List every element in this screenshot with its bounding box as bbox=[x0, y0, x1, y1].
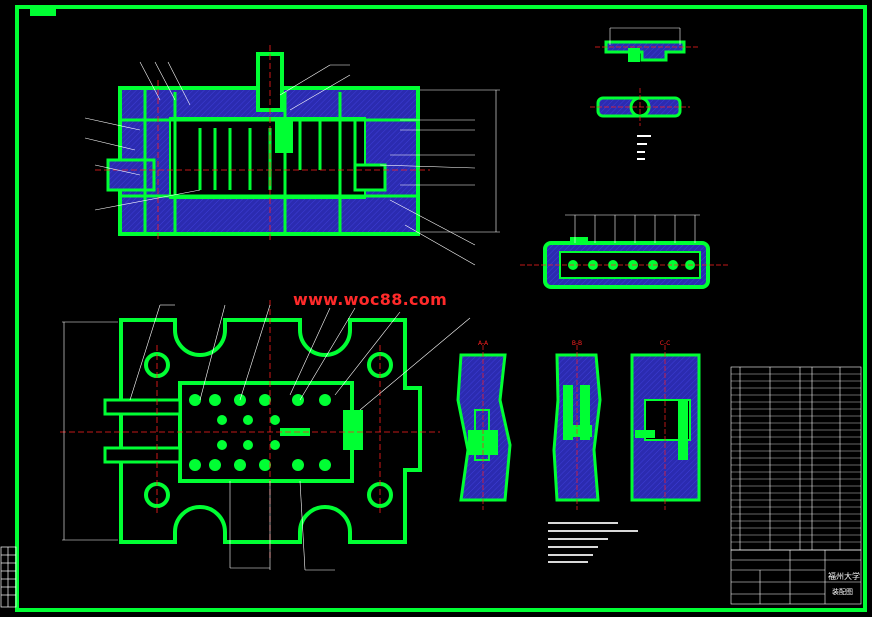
section-views bbox=[456, 345, 701, 510]
title-block-drawing-name: 装配图 bbox=[832, 588, 853, 596]
watermark-text: www.woc88.com bbox=[293, 290, 448, 309]
part-detail-middle bbox=[590, 88, 690, 160]
part-detail-top bbox=[595, 27, 700, 62]
title-block-company: 福州大学 bbox=[828, 572, 860, 581]
front-section-view bbox=[84, 45, 500, 266]
title-block bbox=[730, 549, 862, 605]
plan-view bbox=[60, 300, 471, 571]
section-label-a: A-A bbox=[478, 340, 489, 347]
drawing-border bbox=[15, 5, 867, 612]
parts-list-rows bbox=[731, 373, 861, 543]
part-detail-strip bbox=[520, 214, 730, 289]
title-tab bbox=[30, 9, 56, 16]
revision-strip bbox=[0, 546, 17, 608]
section-label-b: B-B bbox=[572, 340, 582, 347]
section-label-c: C-C bbox=[660, 340, 671, 347]
technical-notes bbox=[548, 522, 638, 563]
parts-list bbox=[730, 366, 862, 551]
